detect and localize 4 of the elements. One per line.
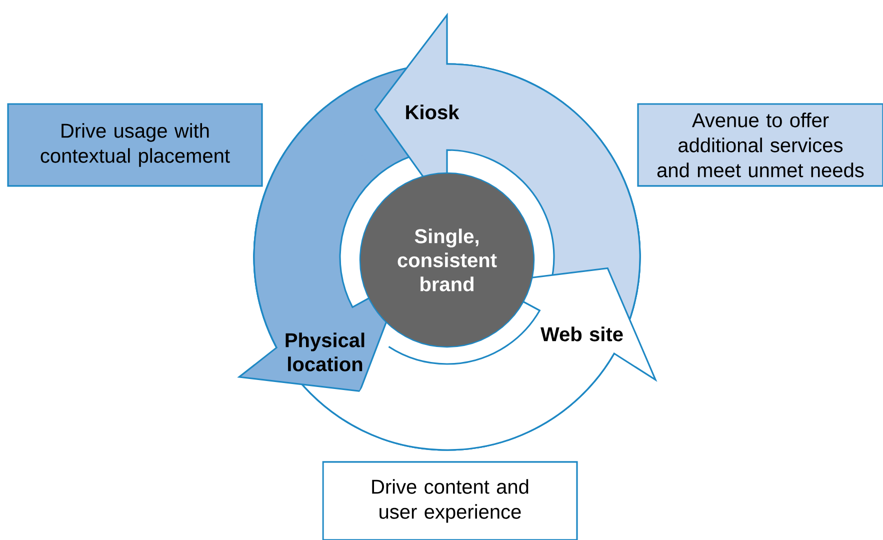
node-label: Web site [540, 326, 623, 342]
text-box: Drive content and user experience [322, 461, 578, 540]
text-box: Drive usage with contextual placement [7, 103, 263, 187]
text-box: Avenue to offer additional services and meet unmet needs [637, 103, 883, 187]
